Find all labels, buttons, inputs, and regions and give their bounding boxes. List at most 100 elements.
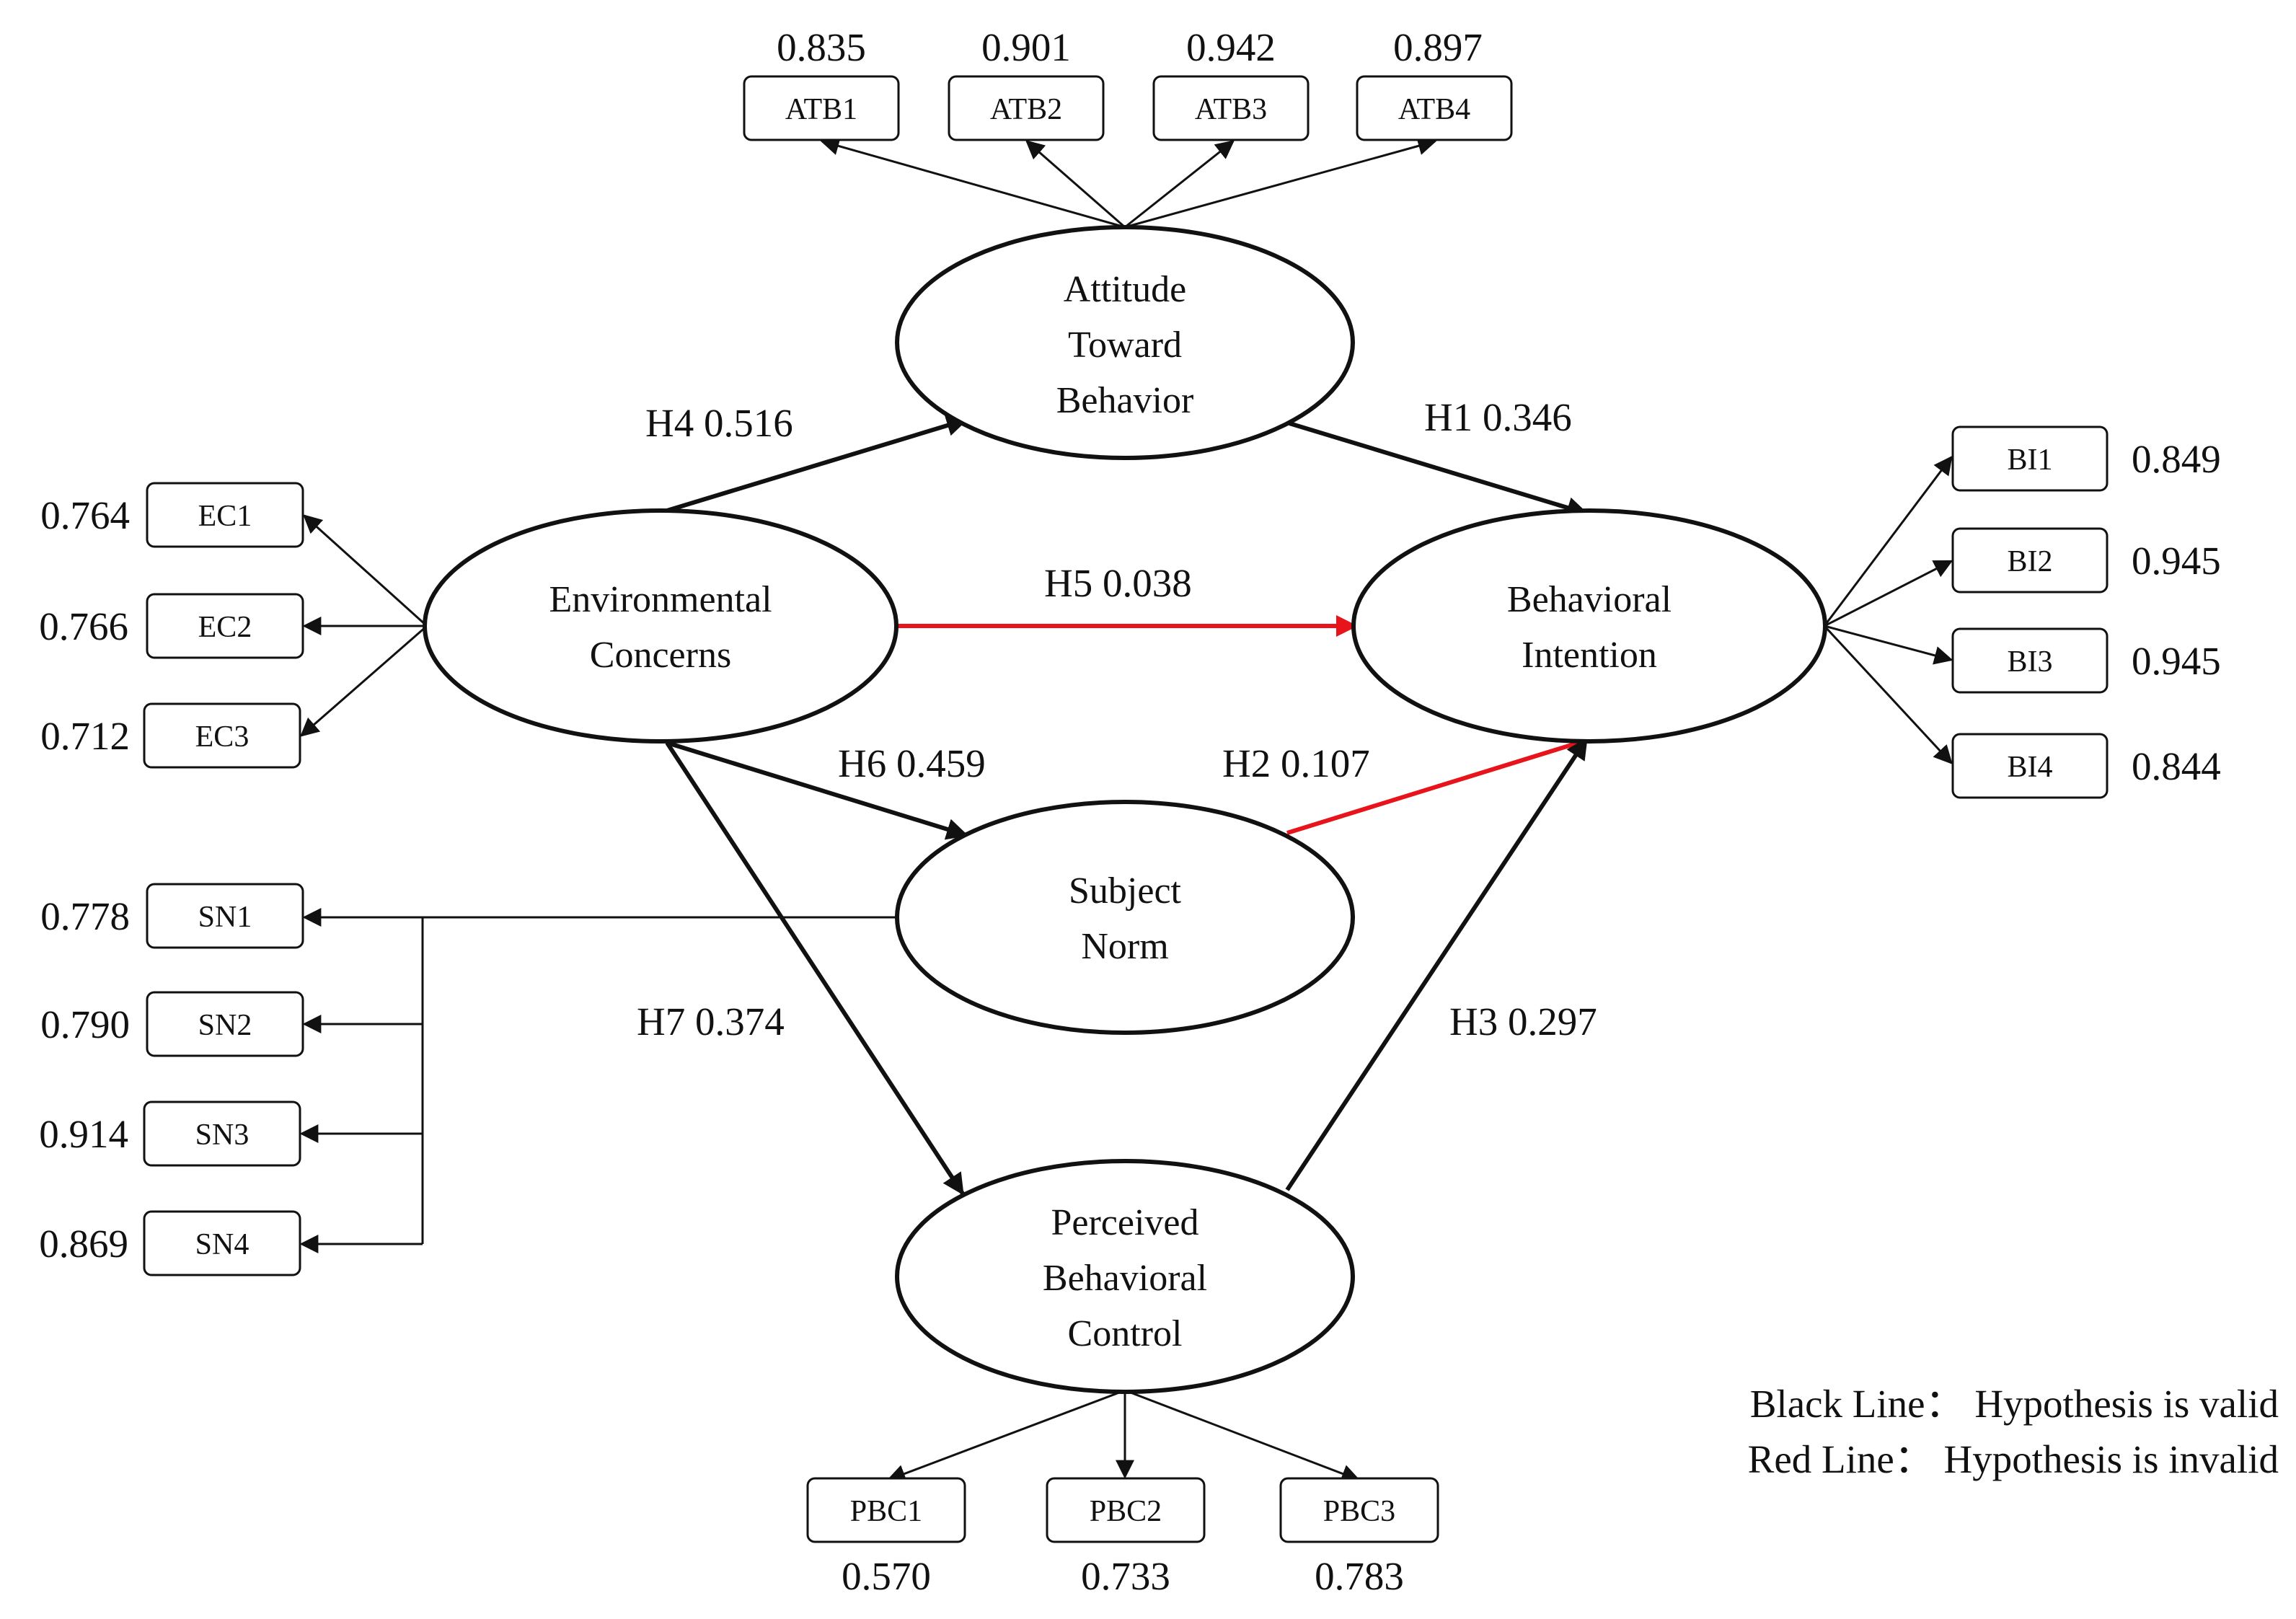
indicator-sn1-label: SN1 — [198, 901, 252, 934]
construct-atb-line1: Attitude — [1064, 269, 1186, 310]
indicator-atb2-box — [948, 75, 1105, 141]
path-h3-label: H3 0.297 — [1449, 1000, 1597, 1044]
indicator-ec1-label: EC1 — [198, 500, 252, 533]
legend-red-line: Red Line： Hypothesis is invalid — [1748, 1437, 2279, 1481]
construct-ec-line1: Environmental — [549, 579, 772, 620]
indicator-atb4-label: ATB4 — [1398, 93, 1470, 126]
construct-bi — [1351, 508, 1827, 744]
loading-pbc3: 0.783 — [1315, 1554, 1404, 1598]
path-h7-arrow — [665, 741, 965, 1196]
arrow-pbc-pbc1 — [886, 1389, 1126, 1483]
construct-atb-line3: Behavior — [1056, 380, 1194, 421]
construct-ec — [423, 508, 898, 744]
construct-pbc-line2: Behavioral — [1043, 1258, 1207, 1299]
arrow-bi-bi1 — [1823, 455, 1953, 627]
loading-atb3: 0.942 — [1186, 25, 1276, 69]
indicator-pbc1-box — [806, 1477, 966, 1543]
loading-pbc2: 0.733 — [1081, 1554, 1170, 1598]
indicator-bi3-label: BI3 — [2008, 645, 2053, 679]
indicator-atb1-box — [743, 75, 900, 141]
indicator-bi3-box — [1951, 627, 2109, 694]
construct-ec-line2: Concerns — [590, 635, 731, 676]
construct-sn-line1: Subject — [1069, 870, 1182, 912]
arrow-ec-ec3 — [300, 625, 428, 737]
indicator-ec3-box — [143, 702, 301, 769]
arrow-atb-atb3 — [1124, 140, 1235, 229]
loading-ec3: 0.712 — [40, 714, 130, 758]
indicator-atb2-label: ATB2 — [990, 93, 1062, 126]
indicator-ec1-box — [146, 482, 304, 548]
construct-pbc-line3: Control — [1068, 1313, 1183, 1354]
indicator-bi2-label: BI2 — [2008, 545, 2053, 578]
indicator-atb4-box — [1356, 75, 1513, 141]
indicator-atb3-label: ATB3 — [1195, 93, 1267, 126]
structural-paths — [665, 415, 1592, 1196]
indicator-pbc2-label: PBC2 — [1090, 1495, 1162, 1528]
indicator-pbc3-box — [1279, 1477, 1439, 1543]
path-h2-arrow — [1286, 734, 1592, 835]
indicator-sn2-box — [146, 991, 304, 1057]
path-h7-label: H7 0.374 — [637, 1000, 785, 1044]
indicator-ec2-label: EC2 — [198, 611, 252, 644]
loading-sn1: 0.778 — [40, 894, 130, 938]
loading-ec1: 0.764 — [40, 493, 130, 537]
construct-sn — [895, 800, 1355, 1035]
indicator-bi4-box — [1951, 733, 2109, 799]
measurement-arrows — [299, 136, 1953, 1483]
path-h4-arrow — [666, 415, 968, 513]
arrow-atb-atb1 — [820, 136, 1126, 229]
construct-sn-line2: Norm — [1081, 926, 1168, 967]
arrow-bi-bi4 — [1823, 625, 1953, 764]
indicator-pbc3-label: PBC3 — [1323, 1495, 1395, 1528]
construct-bi-line2: Intention — [1522, 635, 1657, 676]
indicator-atb3-box — [1152, 75, 1310, 141]
indicator-bi1-label: BI1 — [2008, 444, 2053, 477]
indicator-sn2-label: SN2 — [198, 1009, 252, 1042]
path-h3-arrow — [1285, 737, 1589, 1191]
indicator-pbc2-box — [1046, 1477, 1206, 1543]
loading-bi1: 0.849 — [2132, 437, 2221, 481]
path-labels: H4 0.516 H1 0.346 H5 0.038 H6 0.459 H2 0… — [637, 395, 1597, 1044]
indicator-sn3-box — [143, 1100, 301, 1167]
construct-pbc-line1: Perceived — [1051, 1202, 1198, 1243]
construct-pbc — [895, 1159, 1355, 1394]
indicator-sn1-box — [146, 883, 304, 949]
constructs — [423, 225, 1827, 1394]
indicator-sn4-box — [143, 1210, 301, 1276]
loading-sn2: 0.790 — [40, 1002, 130, 1046]
arrow-bi-bi3 — [1824, 625, 1953, 665]
legend: Black Line： Hypothesis is valid Red Line… — [1748, 1382, 2279, 1481]
indicator-ec2-box — [146, 593, 304, 659]
loading-bi3: 0.945 — [2132, 639, 2221, 683]
loading-sn4: 0.869 — [39, 1222, 128, 1266]
loading-atb1: 0.835 — [777, 25, 866, 69]
path-h1-label: H1 0.346 — [1424, 395, 1572, 439]
path-h6-label: H6 0.459 — [838, 741, 986, 785]
indicator-pbc1-label: PBC1 — [850, 1495, 922, 1528]
path-h4-label: H4 0.516 — [645, 401, 793, 445]
loading-pbc1: 0.570 — [842, 1554, 931, 1598]
arrow-bi-bi2 — [1824, 560, 1953, 627]
arrow-ec-ec1 — [303, 514, 428, 627]
path-h5-label: H5 0.038 — [1044, 561, 1192, 605]
loading-bi4: 0.844 — [2132, 744, 2221, 788]
loading-bi2: 0.945 — [2132, 539, 2221, 583]
arrow-atb-atb2 — [1025, 140, 1126, 229]
construct-labels: Attitude Toward Behavior Environmental C… — [549, 269, 1672, 1354]
construct-bi-line1: Behavioral — [1507, 579, 1672, 620]
loading-ec2: 0.766 — [39, 604, 128, 648]
legend-black-line: Black Line： Hypothesis is valid — [1750, 1382, 2279, 1426]
loading-atb4: 0.897 — [1393, 25, 1483, 69]
indicator-boxes — [143, 75, 2109, 1543]
indicator-ec3-label: EC3 — [195, 720, 250, 754]
indicator-labels: ATB1 ATB2 ATB3 ATB4 EC1 EC2 EC3 SN1 SN2 … — [195, 93, 2053, 1528]
indicator-bi4-label: BI4 — [2008, 751, 2053, 784]
path-h1-arrow — [1289, 421, 1589, 519]
construct-atb-line2: Toward — [1068, 325, 1182, 366]
path-h6-arrow — [666, 741, 968, 840]
path-h2-label: H2 0.107 — [1222, 741, 1370, 785]
indicator-sn3-label: SN3 — [195, 1119, 250, 1152]
construct-atb — [895, 225, 1355, 460]
indicator-bi1-box — [1951, 425, 2109, 492]
